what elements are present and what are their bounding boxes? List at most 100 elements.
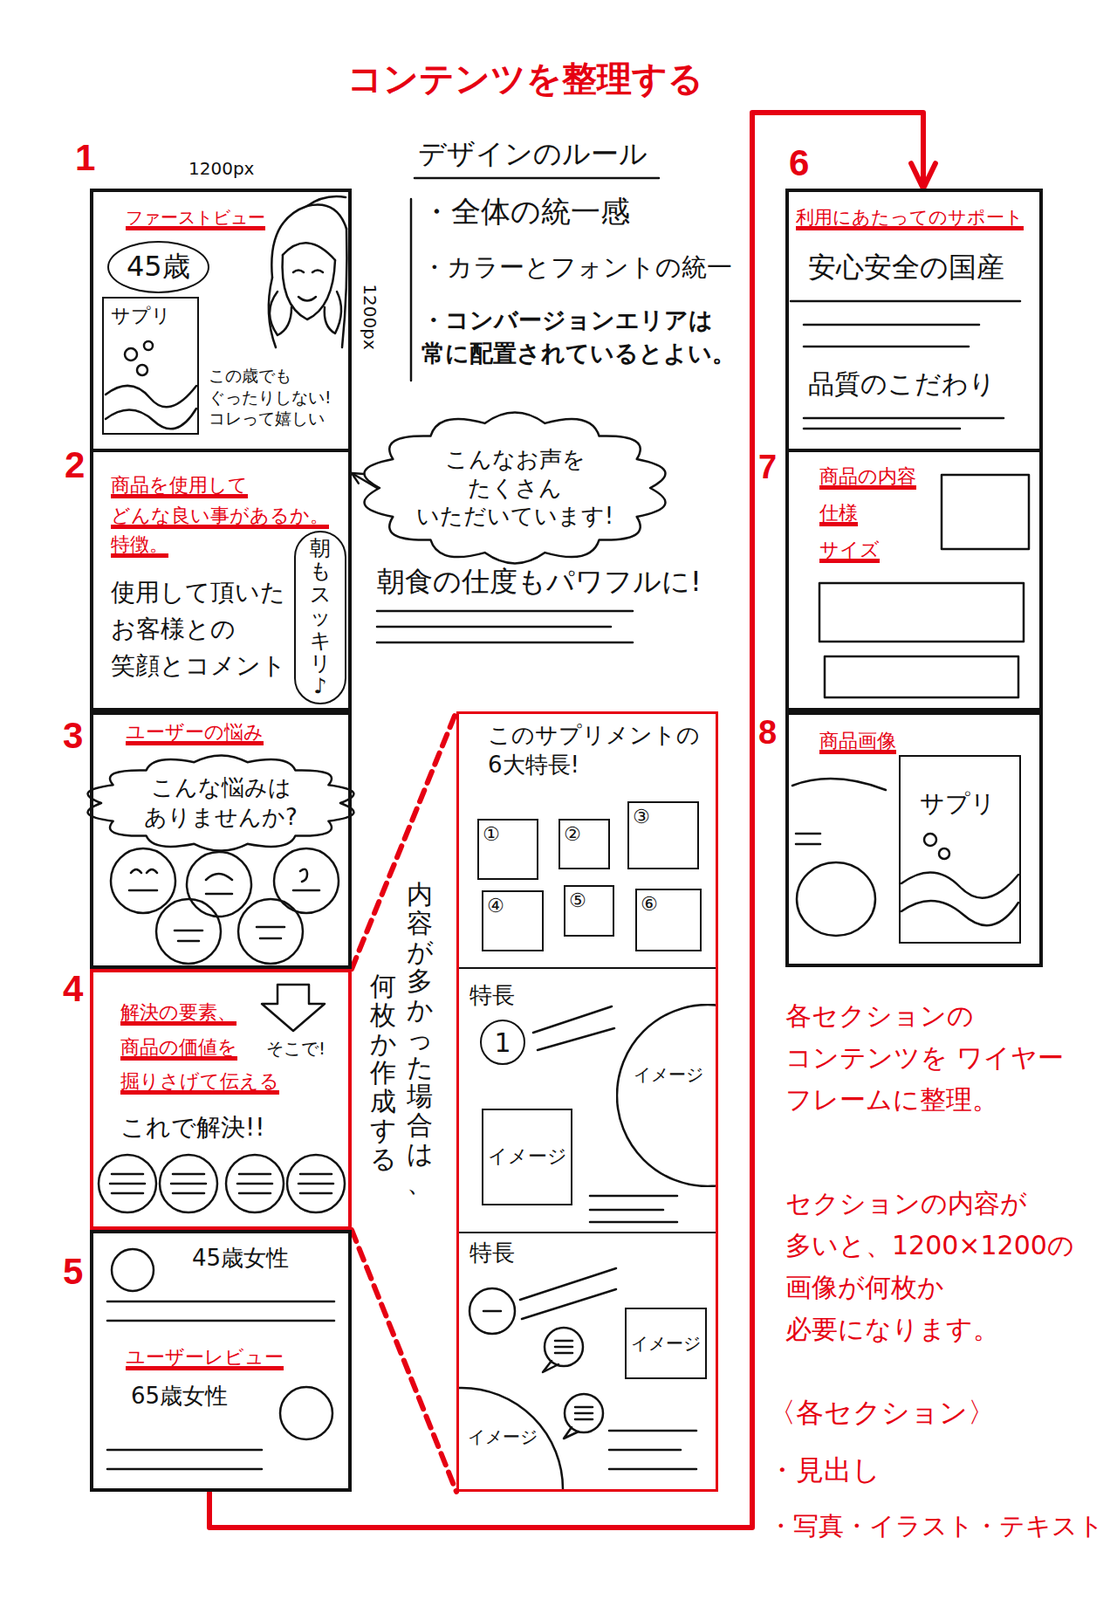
section-heading: 特徴。 xyxy=(110,532,169,558)
section-number: 4 xyxy=(62,970,83,1008)
section-number: 6 xyxy=(788,144,809,182)
image-label: イメージ xyxy=(630,1331,701,1355)
cloud-outline xyxy=(88,754,355,850)
sample-headline: 朝食の仕度もパワフルに! xyxy=(376,563,702,601)
worry-icon xyxy=(156,898,221,964)
text-placeholder-lines xyxy=(790,301,1021,347)
image-placeholder: イメージ xyxy=(481,1108,573,1206)
spec-placeholder-box xyxy=(941,474,1029,549)
section-number: 5 xyxy=(62,1253,83,1290)
product-package: サプリ xyxy=(898,754,1022,944)
review-avatar xyxy=(107,1301,335,1321)
worry-icon xyxy=(238,898,303,964)
arrow-head xyxy=(351,472,364,484)
section-box: 45歳女性ユーザーレビュー65歳女性 xyxy=(89,1229,352,1492)
woman-illustration xyxy=(269,291,292,336)
section-box: ファーストビューこの歳でも ぐったりしない! コレって嬉しい45歳サプリ xyxy=(89,188,352,453)
section-number: 1 xyxy=(75,139,96,177)
section-heading: 商品画像 xyxy=(819,728,897,754)
annotation-note: セクションの内容が 多いと、1200×1200の 画像が何枚か 必要になります。 xyxy=(785,1182,1102,1350)
reviewer-name: 65歳女性 xyxy=(130,1381,228,1412)
spec-placeholder-box xyxy=(824,656,1019,698)
review-avatar xyxy=(111,1248,154,1291)
package-label: サプリ xyxy=(110,303,172,329)
rules-bracket xyxy=(414,177,659,180)
section-box: 解決の要素、 商品の価値を 掘りさげて伝えるそこで!これで解決!! xyxy=(89,968,352,1230)
feature-box: ③ xyxy=(627,801,699,870)
section-heading: このサプリメントの 6大特長! xyxy=(487,720,706,781)
age-text: 45歳 xyxy=(126,248,191,286)
section-number: 3 xyxy=(62,717,83,754)
section-number: 8 xyxy=(758,715,777,749)
product-sketch xyxy=(796,862,876,936)
feature-sketch xyxy=(520,1267,617,1300)
section-box: ユーザーの悩みこんな悩みは ありませんか? xyxy=(89,711,352,969)
review-avatar xyxy=(107,1248,335,1469)
image-placeholder: イメージ xyxy=(459,1385,569,1489)
thought-cloud: こんな悩みは ありませんか? xyxy=(96,756,345,850)
feature-sketch xyxy=(521,1288,617,1319)
section-heading: サイズ xyxy=(819,537,880,563)
woman-illustration xyxy=(282,254,336,320)
feature-box: ⑥ xyxy=(635,888,702,952)
vertical-note: 何枚か作成する xyxy=(370,971,397,1173)
product-sketch xyxy=(792,778,886,790)
image-placeholder: イメージ xyxy=(616,1003,716,1187)
rule-item: ・カラーとフォントの統一 xyxy=(421,251,733,285)
callout-number: ② xyxy=(563,822,582,848)
body-text: 安心安全の国産 xyxy=(808,249,1005,287)
product-sketch xyxy=(901,871,1019,898)
image-label: イメージ xyxy=(487,1144,568,1170)
text-placeholder-lines xyxy=(803,418,1004,429)
feature-box: ⑤ xyxy=(563,884,615,937)
solution-icon xyxy=(109,1173,145,1193)
worry-icon xyxy=(274,848,339,913)
text-placeholder-lines xyxy=(790,301,1021,429)
worry-icon xyxy=(174,930,203,941)
down-arrow-icon xyxy=(261,984,325,1031)
speech-cloud: こんなお声を たくさん いただいています! xyxy=(375,417,655,559)
section-box: 商品の内容仕様サイズ xyxy=(785,448,1043,712)
worry-icon xyxy=(256,926,285,939)
woman-illustration xyxy=(298,296,316,302)
connector-line xyxy=(351,1229,457,1492)
text-placeholder-lines xyxy=(376,610,633,643)
callout-number: ③ xyxy=(632,804,651,830)
section-heading: 解決の要素、 商品の価値を 掘りさげて伝える xyxy=(120,994,287,1099)
feature-sketch xyxy=(564,1393,604,1433)
woman-illustration xyxy=(307,196,346,206)
rules-bracket xyxy=(410,198,413,381)
reviewer-name: 45歳女性 xyxy=(191,1243,289,1274)
connector-line xyxy=(351,711,457,969)
woman-illustration xyxy=(312,270,323,274)
woman-illustration xyxy=(324,291,342,334)
feature-sketch xyxy=(483,1309,501,1313)
annotation-note: ・写真・イラスト・テキスト xyxy=(767,1509,1104,1543)
comment-pill: 朝もスッキリ♪ xyxy=(294,530,347,705)
feature-box: ④ xyxy=(481,890,544,952)
arc-outline xyxy=(616,1003,716,1187)
down-arrow-icon xyxy=(261,984,325,1031)
review-avatar xyxy=(280,1386,333,1440)
worry-icon xyxy=(186,851,252,917)
section-number: 2 xyxy=(64,446,85,484)
solution-icon xyxy=(226,1154,284,1213)
dimension-label: 1200px xyxy=(358,283,382,350)
number-circle: 1 xyxy=(479,1019,526,1065)
cloud-outline xyxy=(364,412,666,564)
callout-number: 1 xyxy=(494,1025,512,1060)
text-placeholder-lines xyxy=(376,610,633,643)
spec-placeholder-box xyxy=(819,474,1029,698)
section-box: 利用にあたってのサポート安心安全の国産品質のこだわり xyxy=(785,188,1043,453)
detail-panel: 内容が多かった場合は、何枚か作成するこのサプリメントの 6大特長!①②③④⑤⑥特… xyxy=(456,711,719,1492)
body-text: 品質のこだわり xyxy=(808,366,996,401)
feature-sketch xyxy=(542,1360,559,1372)
product-sketch xyxy=(938,848,950,859)
callout-number: ⑤ xyxy=(568,888,587,914)
feature-sketch xyxy=(609,1430,697,1469)
worry-icon xyxy=(110,848,176,913)
dimension-label: 1200px xyxy=(188,157,254,180)
package-decoration xyxy=(105,341,197,429)
package-decoration xyxy=(124,348,138,361)
section-heading: 商品の内容 xyxy=(819,464,917,490)
